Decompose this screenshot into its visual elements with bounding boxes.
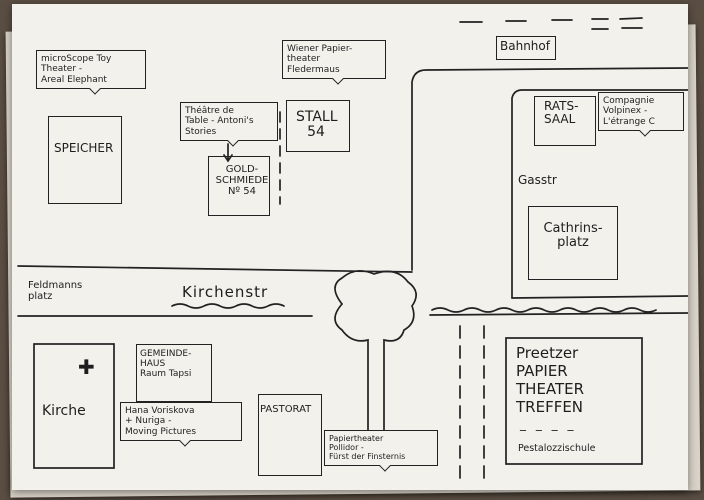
cathrinsplatz-label: Cathrins- platz bbox=[543, 221, 603, 251]
speicher-building bbox=[48, 116, 122, 204]
church-cross-icon: ✚ bbox=[78, 355, 95, 379]
feldmannsplatz-label: Feldmanns platz bbox=[28, 280, 83, 302]
street-edge-bahnhof-road bbox=[411, 67, 688, 271]
pestalozzischule-label: Pestalozzischule bbox=[518, 443, 596, 454]
tree-crown-right bbox=[334, 269, 417, 435]
block-right-bottom bbox=[511, 295, 688, 299]
festival-title: Preetzer PAPIER THEATER TREFFEN bbox=[516, 344, 585, 416]
hand-drawn-map-sheet: SPEICHER microScope Toy Theater - Areal … bbox=[12, 4, 688, 490]
stall-label: STALL 54 bbox=[296, 109, 338, 141]
map-lines bbox=[17, 17, 688, 481]
kirche-plot bbox=[33, 343, 115, 469]
bubble-hana-voriskova: Hana Voriskova + Nuriga - Moving Picture… bbox=[120, 402, 242, 442]
bahnhof-building bbox=[496, 36, 556, 60]
kirchenstr-upper-edge bbox=[17, 265, 413, 273]
top-scribble-2 bbox=[591, 27, 643, 30]
bubble-papiertheater-pollidor: Papiertheater Pollidor - Fürst der Finst… bbox=[324, 430, 438, 466]
ratssaal-building bbox=[534, 96, 596, 146]
tree-crown-left bbox=[334, 303, 369, 435]
stall-building bbox=[286, 100, 350, 152]
bubble-theatre-de-table: Théâtre de Table - Antoni's Stories bbox=[180, 102, 278, 142]
gemeindehaus-label: GEMEINDE- HAUS Raum Tapsi bbox=[140, 349, 192, 379]
pestalozzischule-block bbox=[505, 337, 643, 465]
kirchenstr-lower-edge-right bbox=[429, 312, 688, 316]
pastorat-building bbox=[258, 394, 322, 476]
arrow-to-goldschmiede bbox=[223, 143, 233, 163]
bubble-wiener-papiertheater: Wiener Papier- theater Fledermaus bbox=[282, 40, 386, 80]
goldschmiede-label: GOLD- SCHMIEDE Nº 54 bbox=[215, 164, 269, 197]
kirchenstr-wave bbox=[171, 303, 285, 309]
pastorat-label: PASTORAT bbox=[260, 404, 312, 415]
cathrinsplatz-square bbox=[528, 206, 618, 280]
gasstr-street-label: Gasstr bbox=[518, 173, 557, 187]
top-scribble bbox=[459, 17, 643, 23]
ratssaal-label: RATS- SAAL bbox=[544, 99, 579, 127]
block-right-outline bbox=[511, 89, 688, 299]
bubble-microscope-toy-theater: microScope Toy Theater - Areal Elephant bbox=[36, 50, 146, 90]
kirche-label: Kirche bbox=[42, 403, 86, 419]
bubble-compagnie-volpinex: Compagnie Volpinex - L'étrange C bbox=[598, 92, 684, 132]
kirchenstr-street-label: Kirchenstr bbox=[182, 283, 269, 301]
bahnhof-label: Bahnhof bbox=[500, 39, 550, 53]
goldschmiede-building bbox=[208, 156, 270, 216]
right-street-wave bbox=[431, 307, 657, 313]
festival-dashes: _ _ _ _ bbox=[520, 417, 577, 431]
speicher-label: SPEICHER bbox=[54, 141, 114, 155]
